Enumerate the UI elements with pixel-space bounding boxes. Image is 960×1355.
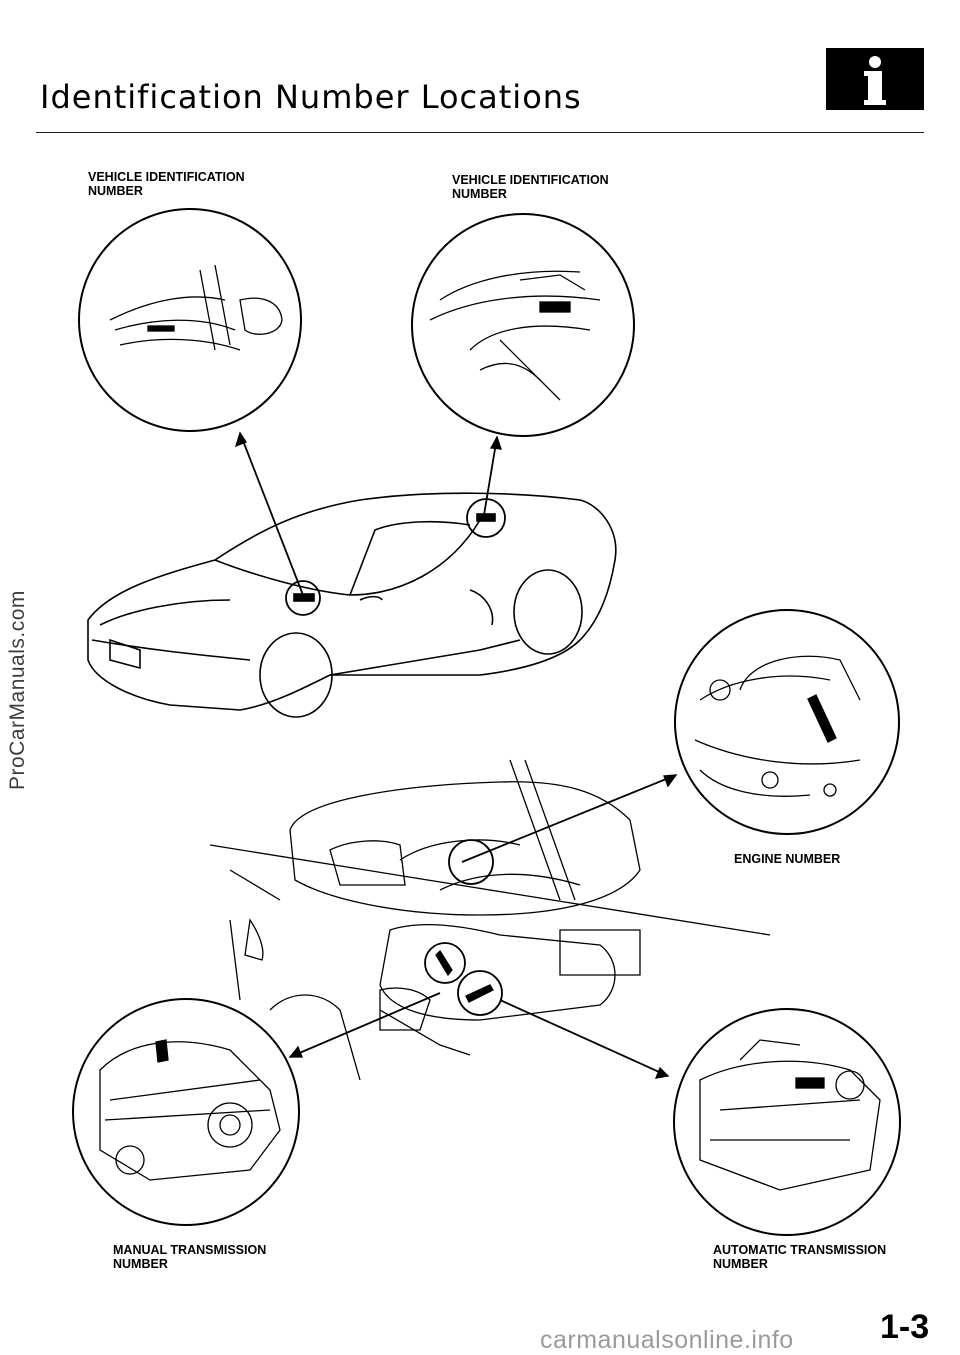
vin-dash-detail-circle [78, 208, 302, 432]
engine-detail-circle [674, 609, 900, 835]
page-number: 1-3 [880, 1308, 930, 1346]
bottom-watermark: carmanualsonline.info [540, 1326, 794, 1354]
vin-hood-detail-circle [411, 213, 635, 437]
vin-right-label: VEHICLE IDENTIFICATION NUMBER [452, 173, 609, 201]
engine-number-label: ENGINE NUMBER [734, 852, 841, 866]
car-illustration [87, 492, 617, 718]
manual-transmission-detail-circle [72, 998, 300, 1226]
engine-bay-illustration [209, 759, 771, 1081]
automatic-transmission-detail-circle [673, 1008, 901, 1236]
page-title: Identification Number Locations [40, 78, 582, 116]
side-watermark: ProCarManuals.com [6, 590, 29, 790]
automatic-transmission-label: AUTOMATIC TRANSMISSION NUMBER [713, 1243, 887, 1271]
vin-left-label: VEHICLE IDENTIFICATION NUMBER [88, 170, 245, 198]
title-divider [36, 132, 924, 133]
manual-transmission-label: MANUAL TRANSMISSION NUMBER [113, 1243, 267, 1271]
info-icon [826, 48, 924, 110]
